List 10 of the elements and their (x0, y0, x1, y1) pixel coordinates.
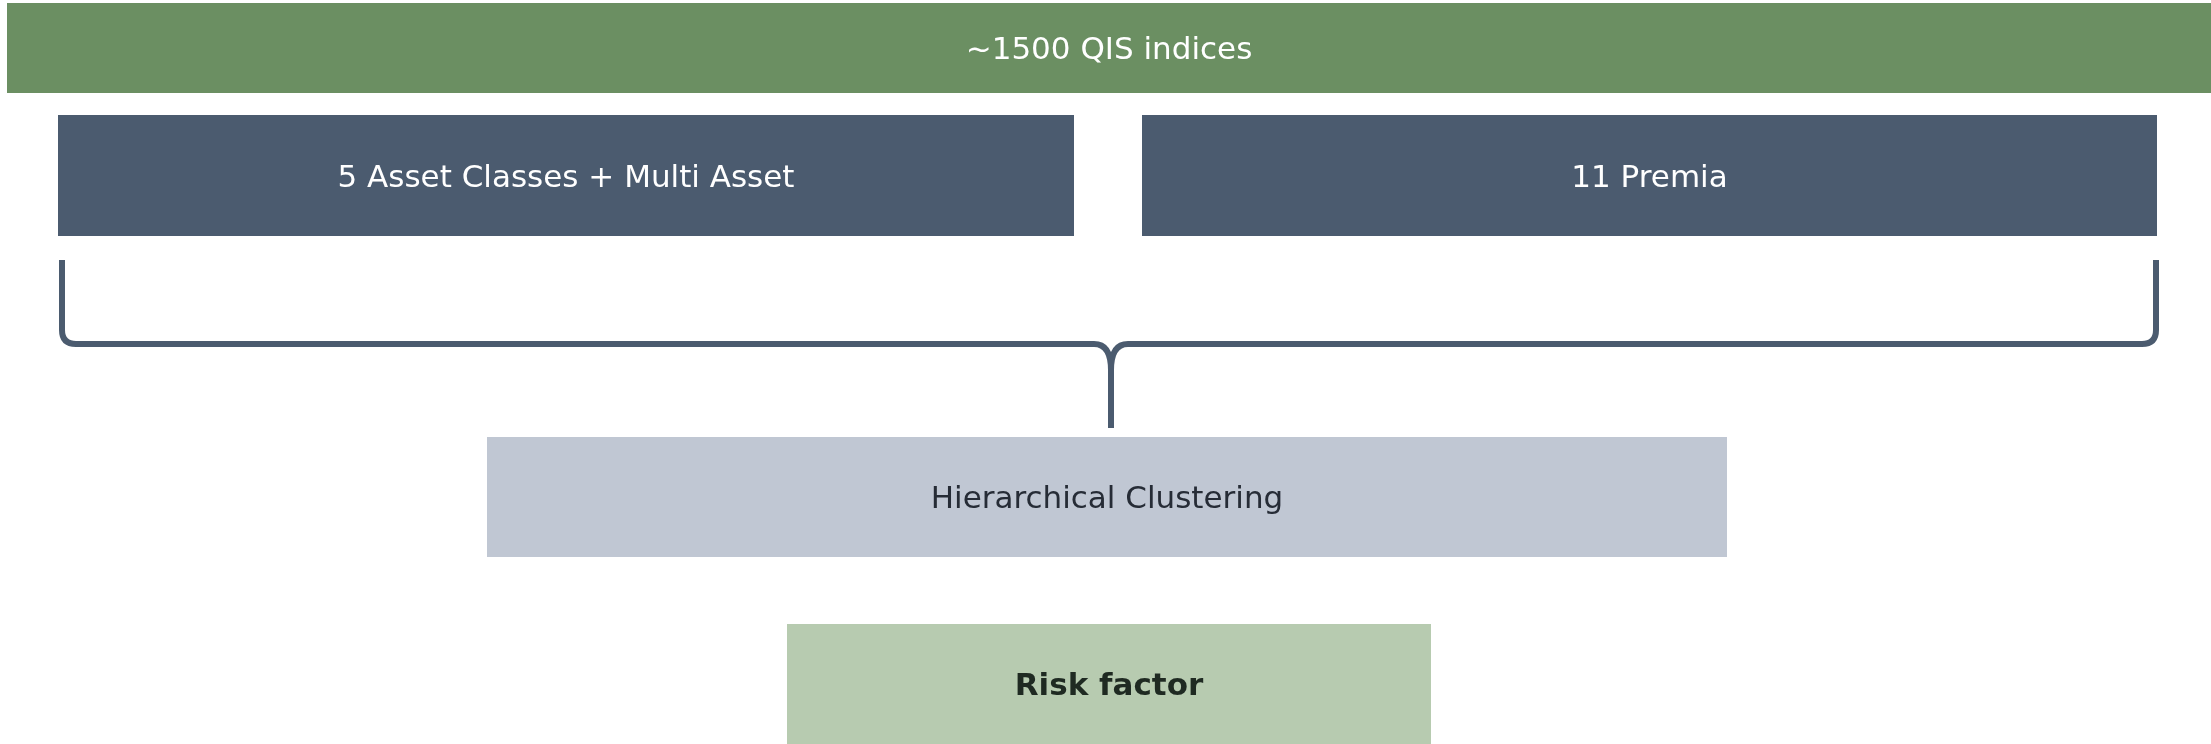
category-box (1142, 115, 2157, 236)
category-box (58, 115, 1074, 236)
result-box (787, 624, 1431, 744)
node-label: 11 Premia (1571, 157, 1728, 194)
process-box (487, 437, 1727, 557)
node-label: 5 Asset Classes + Multi Asset (337, 157, 795, 194)
node-label: ~1500 QIS indices (965, 30, 1253, 66)
node-label: Hierarchical Clustering (930, 479, 1284, 515)
node-label: Risk factor (1014, 666, 1204, 702)
title-band (7, 3, 2211, 93)
